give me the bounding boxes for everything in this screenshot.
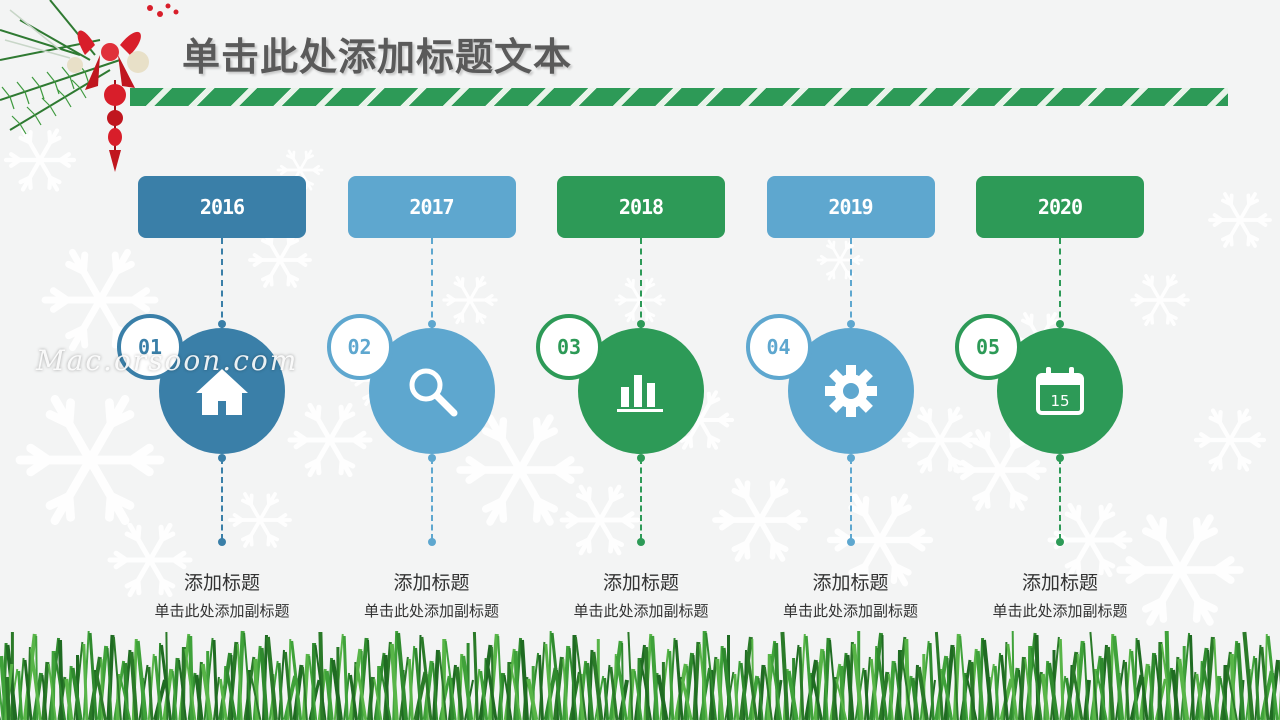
connector-line-top	[221, 238, 223, 328]
connector-line-top	[430, 238, 433, 328]
year-label: 2018	[557, 176, 725, 238]
step-number: 02	[326, 314, 393, 380]
connector-line-bottom	[221, 458, 223, 540]
step-number: 03	[536, 314, 602, 380]
gear-icon	[824, 365, 877, 417]
page-title: 单击此处添加标题文本	[182, 35, 573, 79]
timeline-item: 2020 15 05 添加标题 单击此处添加副标题	[955, 176, 1165, 626]
calendar-icon: 15	[1036, 367, 1084, 415]
item-subtitle: 单击此处添加副标题	[992, 602, 1128, 620]
item-subtitle: 单击此处添加副标题	[363, 602, 499, 620]
connector-line-top	[640, 238, 642, 328]
candy-cane-stripe-divider	[130, 88, 1228, 106]
year-label: 2020	[976, 176, 1144, 238]
item-title: 添加标题	[602, 572, 679, 594]
connector-line-bottom	[430, 458, 433, 540]
home-icon	[196, 369, 248, 415]
item-subtitle: 单击此处添加副标题	[782, 602, 918, 620]
connector-dot	[1056, 538, 1064, 546]
connector-dot	[218, 320, 226, 328]
item-title: 添加标题	[812, 572, 889, 594]
year-label: 2016	[138, 176, 306, 238]
connector-dot	[218, 538, 226, 546]
calendar-day-text: 15	[1050, 392, 1069, 410]
connector-dot	[637, 320, 645, 328]
timeline-item: 2018 03 添加标题 单击此处添加副标题	[536, 176, 746, 626]
item-title: 添加标题	[1021, 572, 1098, 594]
timeline-item: 2017 02 添加标题 单击此处添加副标题	[326, 176, 537, 626]
year-label: 2019	[766, 176, 935, 238]
timeline-item: 2016 01 添加标题 单击此处添加副标题	[117, 176, 327, 626]
year-label: 2017	[347, 176, 516, 238]
connector-dot	[846, 538, 855, 546]
item-subtitle: 单击此处添加副标题	[573, 602, 709, 620]
connector-line-bottom	[849, 458, 852, 540]
connector-line-bottom	[640, 458, 642, 540]
connector-line-bottom	[1059, 458, 1061, 540]
watermark: Mac.orsoon.com	[36, 344, 299, 377]
item-title: 添加标题	[393, 572, 470, 594]
connector-line-top	[1059, 238, 1061, 328]
step-number: 01	[117, 314, 183, 380]
bar-chart-icon	[617, 375, 663, 412]
christmas-ornament-decoration	[0, 0, 179, 172]
connector-dot	[637, 538, 645, 546]
step-number: 04	[745, 314, 812, 380]
connector-dot	[427, 320, 436, 328]
timeline-item: 2019 04 添加标题 单击此处添加副标题	[745, 176, 956, 626]
item-title: 添加标题	[183, 572, 260, 594]
connector-dot	[846, 320, 855, 328]
item-subtitle: 单击此处添加副标题	[154, 602, 290, 620]
connector-dot	[1056, 320, 1064, 328]
search-icon	[409, 368, 457, 417]
step-number: 05	[955, 314, 1021, 380]
connector-line-top	[849, 238, 852, 328]
connector-dot	[427, 538, 436, 546]
pine-garland-decoration	[0, 630, 1280, 720]
